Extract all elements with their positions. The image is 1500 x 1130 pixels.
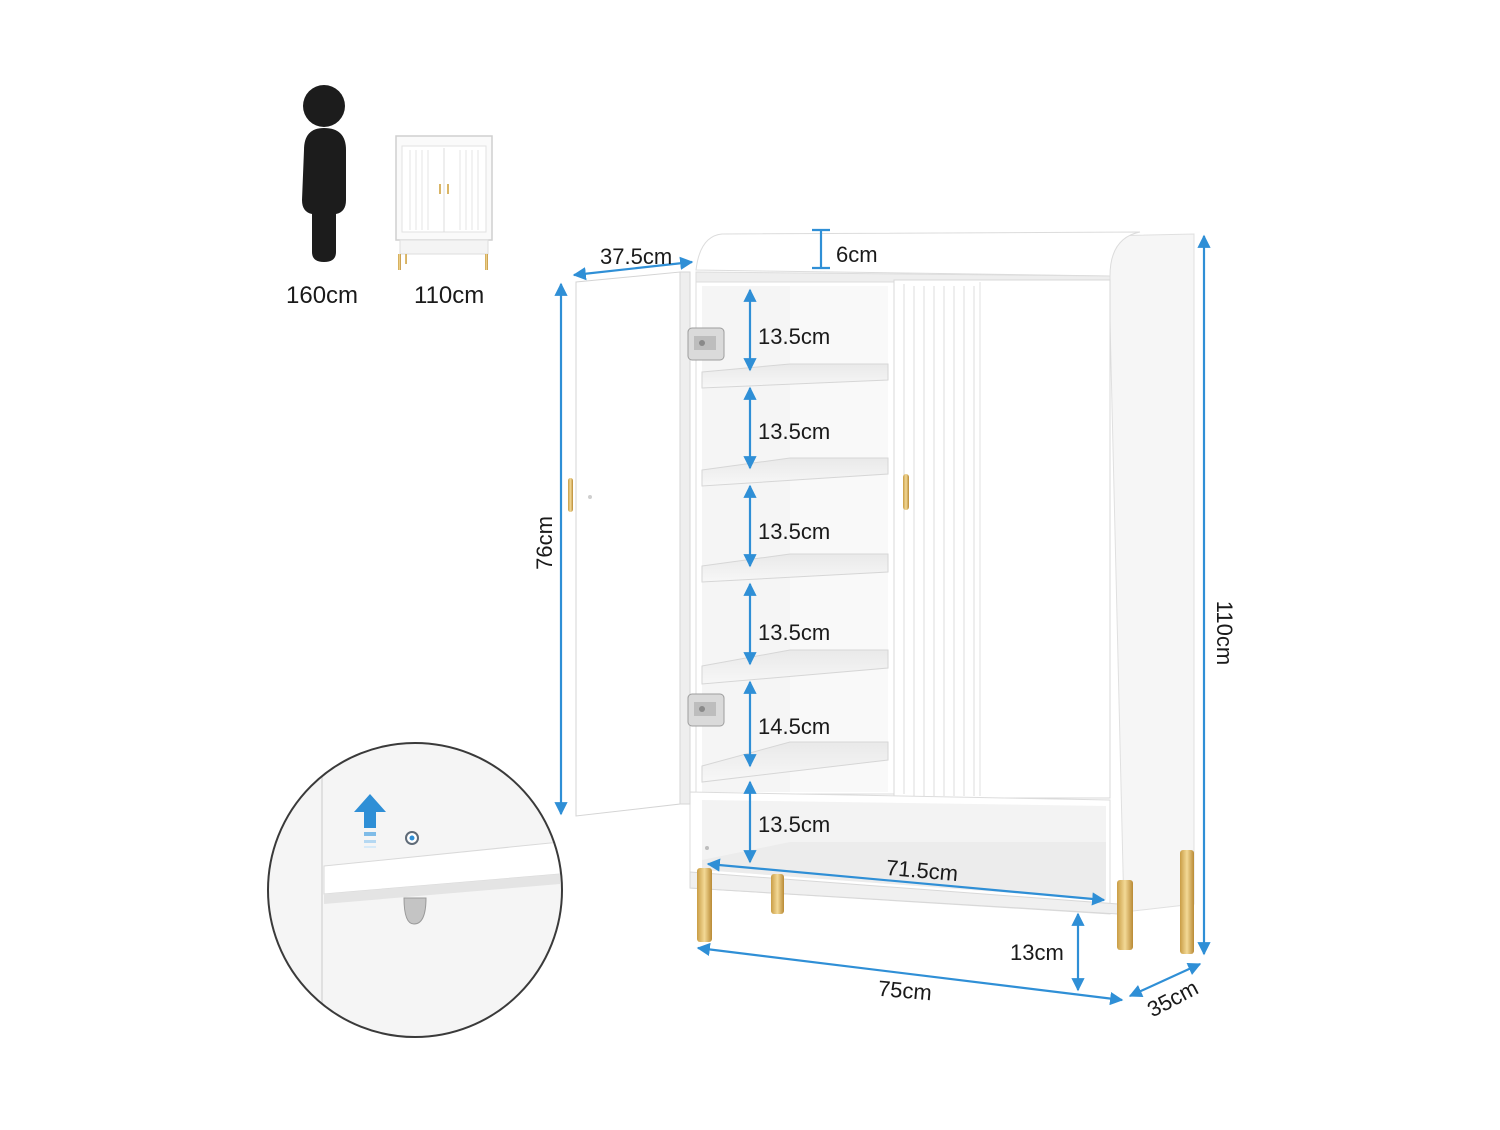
hinge-icon xyxy=(687,693,725,727)
hinge-icon xyxy=(687,327,725,361)
shelf-gap-label: 13.5cm xyxy=(758,324,831,349)
inner-width-label: 71.5cm xyxy=(885,854,960,887)
arrow-up-icon xyxy=(354,794,386,848)
shelf-gap-label: 14.5cm xyxy=(758,714,831,739)
shelf-gap-label: 13.5cm xyxy=(758,620,831,645)
door-depth-label: 37.5cm xyxy=(600,244,673,269)
shelf-gap-label: 13.5cm xyxy=(758,812,831,837)
person-height-label: 160cm xyxy=(286,282,359,309)
shelf-gap-label: 13.5cm xyxy=(758,419,831,444)
shoe-cabinet xyxy=(568,231,1195,954)
dimension-lines xyxy=(554,228,1211,1006)
mini-cabinet-height-label: 110cm xyxy=(414,282,485,309)
top-ledge-label: 6cm xyxy=(836,242,878,267)
shelf-pin-detail-inset xyxy=(267,742,563,1038)
leg-height-label: 13cm xyxy=(1010,940,1064,965)
shelf-gap-label: 13.5cm xyxy=(758,519,831,544)
total-width-label: 75cm xyxy=(877,975,933,1006)
total-height-label: 110cm xyxy=(1212,600,1238,666)
mini-cabinet-icon xyxy=(395,135,493,270)
door-handle xyxy=(903,474,909,510)
person-silhouette-icon xyxy=(302,85,346,262)
door-height-label: 76cm xyxy=(531,516,557,570)
